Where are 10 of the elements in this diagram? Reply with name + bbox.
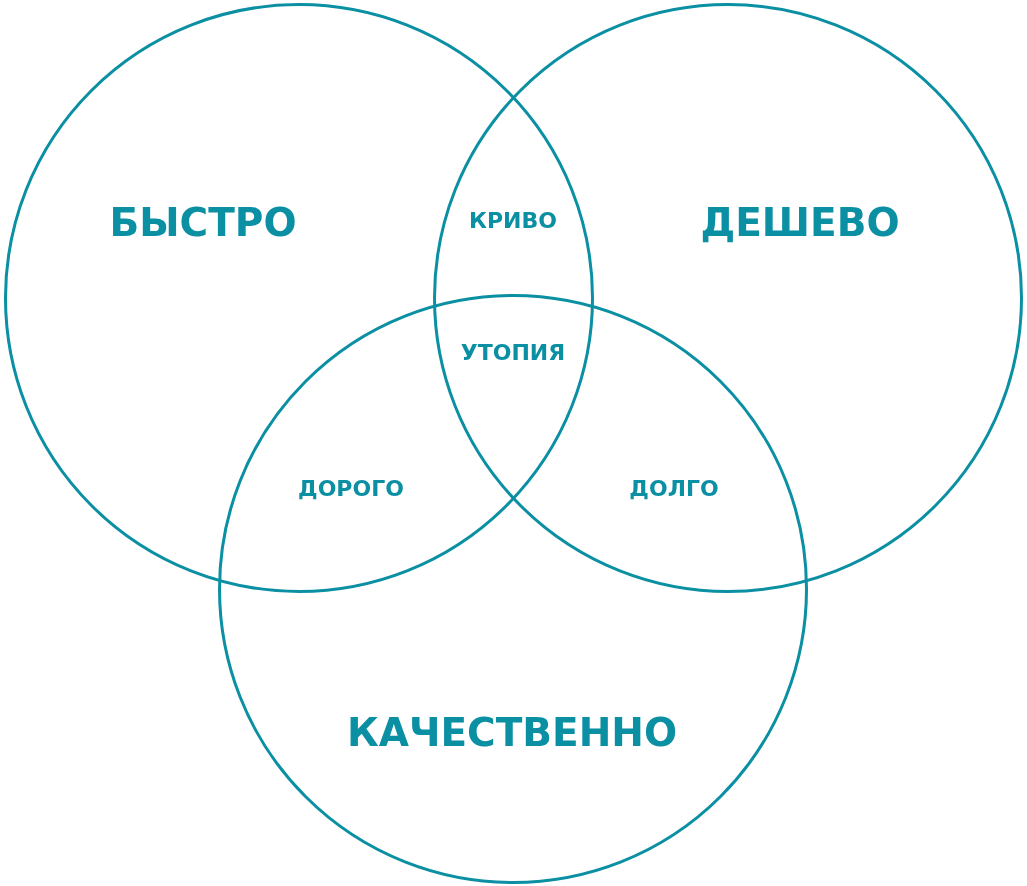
intersection-label: КРИВО — [469, 210, 557, 232]
intersection-label: ДОЛГО — [629, 478, 719, 500]
venn-circle — [4, 3, 594, 593]
set-label: ДЕШЕВО — [700, 202, 900, 242]
intersection-label: ДОРОГО — [298, 478, 404, 500]
set-label: БЫСТРО — [109, 202, 297, 242]
venn-circle — [218, 294, 808, 884]
intersection-label: УТОПИЯ — [460, 342, 566, 364]
venn-circle — [433, 3, 1023, 593]
set-label: КАЧЕСТВЕННО — [346, 712, 678, 752]
